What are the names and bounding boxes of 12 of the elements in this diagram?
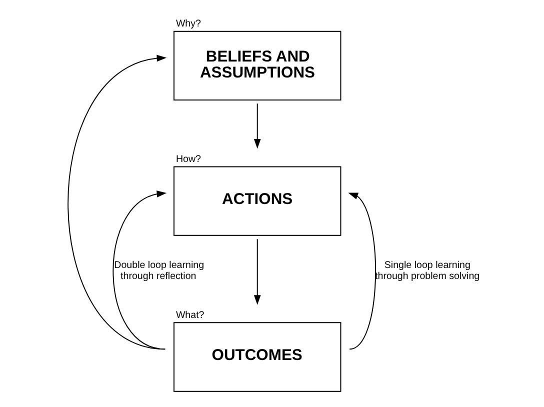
node-label: How? — [175, 154, 201, 165]
node-box: BELIEFS AND ASSUMPTIONS — [173, 30, 341, 100]
arrow — [348, 192, 376, 350]
arrow — [253, 238, 260, 305]
arrow — [112, 190, 166, 350]
arrow — [253, 103, 260, 149]
node-box: ACTIONS — [173, 166, 341, 236]
node-label: Why? — [175, 18, 200, 30]
edge-label: Double loop learning through reflection — [114, 260, 204, 282]
node-box: OUTCOMES — [173, 322, 341, 392]
arrow — [67, 54, 166, 350]
node-label: What? — [175, 310, 204, 321]
